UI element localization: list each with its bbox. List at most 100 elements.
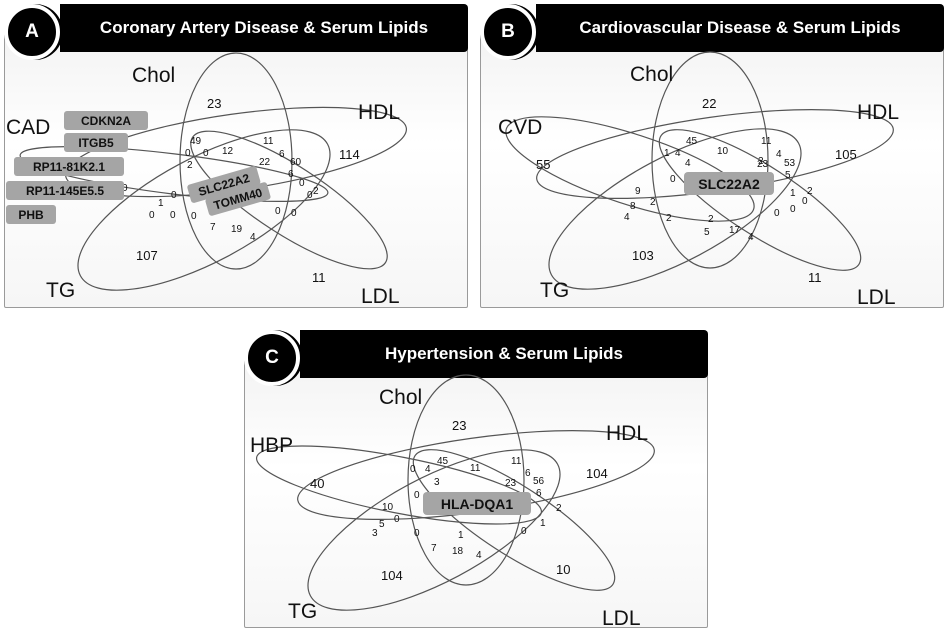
- count-c21: 0: [521, 526, 527, 537]
- count-c11: 9: [635, 186, 641, 197]
- cvd-ellipse: [505, 116, 755, 222]
- count-hdl: 114: [339, 147, 360, 162]
- gene-label: RP11-145E5.5: [26, 184, 104, 198]
- count-c19: 18: [452, 546, 464, 557]
- count-c13: 0: [307, 190, 313, 201]
- count-c1: 45: [437, 456, 449, 467]
- gene-label: CDKN2A: [81, 114, 131, 128]
- ldl-ellipse: [412, 449, 616, 591]
- count-c14: 2: [807, 186, 813, 197]
- count-c15: 0: [394, 514, 400, 525]
- chol-ellipse: [651, 51, 769, 269]
- count-c14: 0: [122, 183, 128, 194]
- gene-box-slc22a2: SLC22A2: [684, 172, 774, 195]
- count-c15: 1: [158, 198, 164, 209]
- count-c21: 17: [729, 225, 741, 236]
- count-c9: 53: [784, 158, 796, 169]
- count-c18: 2: [666, 213, 672, 224]
- count-c1: 49: [190, 136, 202, 147]
- gene-box-rp11-145e5-5: RP11-145E5.5: [6, 181, 124, 200]
- ldl-ellipse: [190, 130, 388, 270]
- gene-box-phb: PHB: [6, 205, 56, 224]
- count-c7: 22: [259, 157, 271, 168]
- count-c22: 4: [748, 232, 754, 243]
- venn-b: Chol HDL CVD TG LDL 22 105 103 11 55 45 …: [498, 51, 899, 309]
- count-c5: 0: [203, 148, 209, 159]
- count-c21: 19: [231, 224, 243, 235]
- count-c26: 2: [758, 156, 764, 167]
- count-c2: 10: [717, 146, 729, 157]
- gene-box-itgb5: ITGB5: [64, 133, 128, 152]
- count-c4: 0: [185, 148, 191, 159]
- count-c7: 23: [505, 478, 517, 489]
- count-c23: 2: [556, 503, 562, 514]
- set-label-chol: Chol: [379, 386, 422, 409]
- panel-c-badge: C: [244, 330, 300, 386]
- count-c24: 0: [291, 208, 297, 219]
- count-c5: 4: [675, 148, 681, 159]
- count-c20: 5: [704, 227, 710, 238]
- count-tg: 103: [632, 248, 654, 263]
- panel-a: Coronary Artery Disease & Serum Lipids A…: [4, 4, 468, 308]
- set-label-tg: TG: [288, 600, 317, 623]
- count-c10: 6: [288, 169, 294, 180]
- gene-label: RP11-81K2.1: [33, 160, 105, 174]
- count-c25: 0: [802, 196, 808, 207]
- count-disease: 55: [536, 157, 550, 172]
- count-c11: 0: [299, 178, 305, 189]
- count-c22: 1: [540, 518, 546, 529]
- count-c3: 11: [511, 456, 522, 467]
- set-label-hdl: HDL: [857, 101, 899, 124]
- gene-box-rp11-81k2-1: RP11-81K2.1: [14, 157, 124, 176]
- count-c6: 2: [187, 160, 193, 171]
- set-label-ldl: LDL: [361, 285, 400, 308]
- count-c14: 3: [372, 528, 378, 539]
- chol-ellipse: [407, 374, 525, 586]
- count-c16: 4: [624, 212, 630, 223]
- count-c20: 7: [210, 222, 216, 233]
- count-c2: 12: [222, 146, 234, 157]
- count-c8: 4: [776, 149, 782, 160]
- gene-box-cdkn2a: CDKN2A: [64, 111, 148, 130]
- panel-b: Cardiovascular Disease & Serum Lipids B …: [480, 4, 944, 309]
- count-ldl: 11: [312, 270, 326, 285]
- count-c22: 4: [250, 232, 256, 243]
- count-c17: 2: [650, 197, 656, 208]
- set-label-hdl: HDL: [606, 422, 648, 445]
- count-tg: 104: [381, 568, 403, 583]
- set-label-tg: TG: [540, 279, 569, 302]
- gene-label: ITGB5: [78, 136, 114, 150]
- count-c24: 0: [790, 204, 796, 215]
- gene-label: PHB: [18, 208, 44, 222]
- panel-b-frame: [480, 34, 944, 308]
- venn-c: Chol HDL HBP TG LDL 23 104 104 10 40 45 …: [250, 374, 655, 630]
- count-c1: 45: [686, 136, 698, 147]
- count-c23: 0: [774, 208, 780, 219]
- count-c8: 6: [279, 149, 285, 160]
- set-label-disease: CAD: [6, 116, 50, 139]
- gene-box-hla-dqa1: HLA-DQA1: [423, 492, 531, 515]
- panel-b-title: Cardiovascular Disease & Serum Lipids: [536, 4, 944, 52]
- count-ldl: 10: [556, 562, 570, 577]
- count-c7: 23: [757, 159, 769, 170]
- count-ldl: 11: [808, 270, 822, 285]
- tg-ellipse: [77, 129, 331, 291]
- count-c18: 0: [170, 210, 176, 221]
- count-hdl: 104: [586, 466, 608, 481]
- panel-a-badge: A: [4, 4, 60, 60]
- count-c4: 1: [664, 148, 670, 159]
- count-c6: 3: [434, 477, 440, 488]
- count-c16: 0: [171, 190, 177, 201]
- count-c16: 0: [414, 528, 420, 539]
- count-c23: 0: [275, 206, 281, 217]
- count-c2: 11: [470, 463, 481, 474]
- count-c17: 0: [149, 210, 155, 221]
- ldl-ellipse: [658, 129, 862, 271]
- count-c9: 56: [533, 476, 545, 487]
- set-label-chol: Chol: [630, 63, 673, 86]
- chol-ellipse: [179, 52, 293, 270]
- panel-b-badge: B: [480, 4, 536, 60]
- count-c12: 2: [313, 186, 319, 197]
- set-label-chol: Chol: [132, 64, 175, 87]
- panel-c-title: Hypertension & Serum Lipids: [300, 330, 708, 378]
